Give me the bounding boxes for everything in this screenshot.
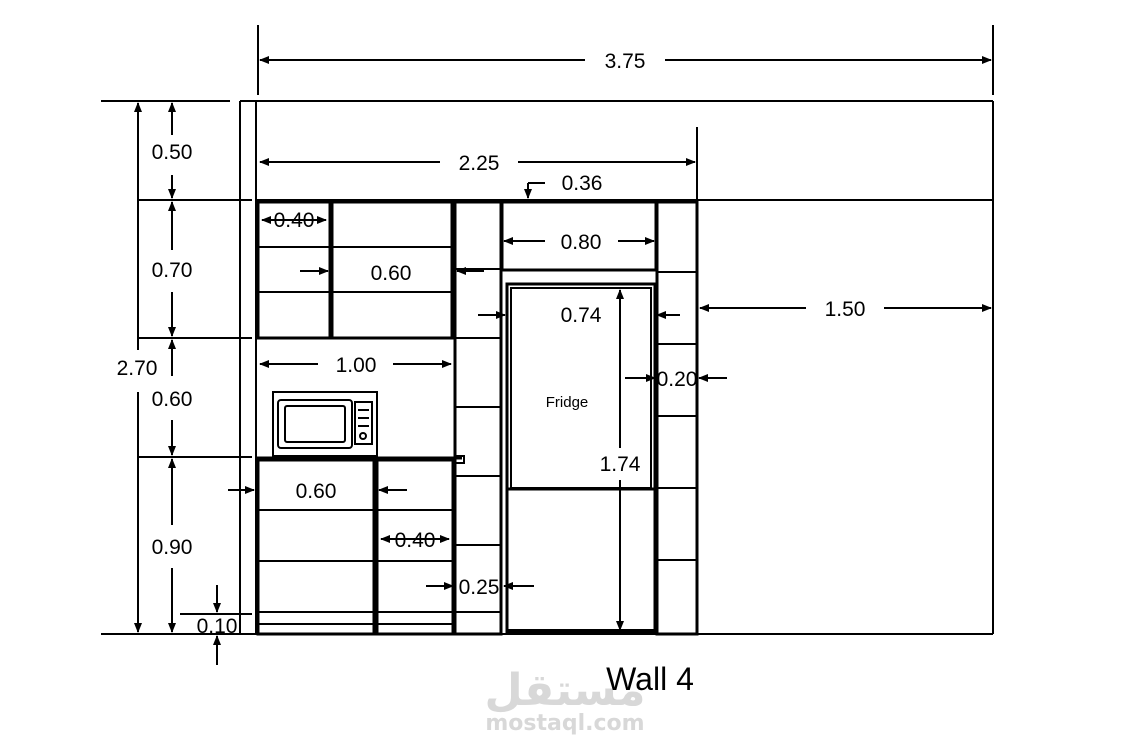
dim-fridge-width: 0.74 <box>561 304 602 327</box>
dim-side-shelf-width: 0.20 <box>657 368 698 391</box>
base-cabinets <box>256 455 465 636</box>
dim-total-width: 3.75 <box>605 50 646 73</box>
dim-shelf-depth: 0.36 <box>562 172 603 195</box>
dim-upper-small-box: 0.40 <box>274 209 315 232</box>
dim-counter-width: 1.00 <box>336 354 377 377</box>
dim-base-unit-width: 0.40 <box>395 529 436 552</box>
dim-plinth-height: 0.10 <box>197 615 238 638</box>
dim-tall-unit-width: 0.25 <box>459 576 500 599</box>
dim-upper-cabinet-height: 0.70 <box>152 259 193 282</box>
watermark: مستقل mostaql.com <box>485 665 646 736</box>
wall-outline <box>101 100 994 635</box>
dim-right-wall-width: 1.50 <box>825 298 866 321</box>
side-shelf-unit <box>655 200 699 636</box>
watermark-arabic: مستقل <box>485 665 646 716</box>
watermark-latin: mostaql.com <box>485 711 644 736</box>
dimension-labels: 3.75 2.25 0.36 0.80 0.40 0.60 0.74 1.50 … <box>117 50 866 638</box>
fridge-label: Fridge <box>546 394 589 411</box>
dim-upper-cabinet-width: 0.60 <box>371 262 412 285</box>
dim-backsplash-height: 0.60 <box>152 388 193 411</box>
dim-base-drawer-width: 0.60 <box>296 480 337 503</box>
dim-top-soffit-height: 0.50 <box>152 141 193 164</box>
dim-base-cabinet-height: 0.90 <box>152 536 193 559</box>
fridge: Fridge <box>505 282 657 634</box>
dim-total-height: 2.70 <box>117 357 158 380</box>
dim-fridge-height: 1.74 <box>600 453 641 476</box>
microwave <box>272 391 378 457</box>
dim-fridge-top-cabinet: 0.80 <box>561 231 602 254</box>
tall-shelf-unit <box>453 200 503 636</box>
dim-cabinet-width: 2.25 <box>459 152 500 175</box>
drawing-title: Wall 4 <box>606 661 694 697</box>
dimension-lines <box>134 25 994 665</box>
